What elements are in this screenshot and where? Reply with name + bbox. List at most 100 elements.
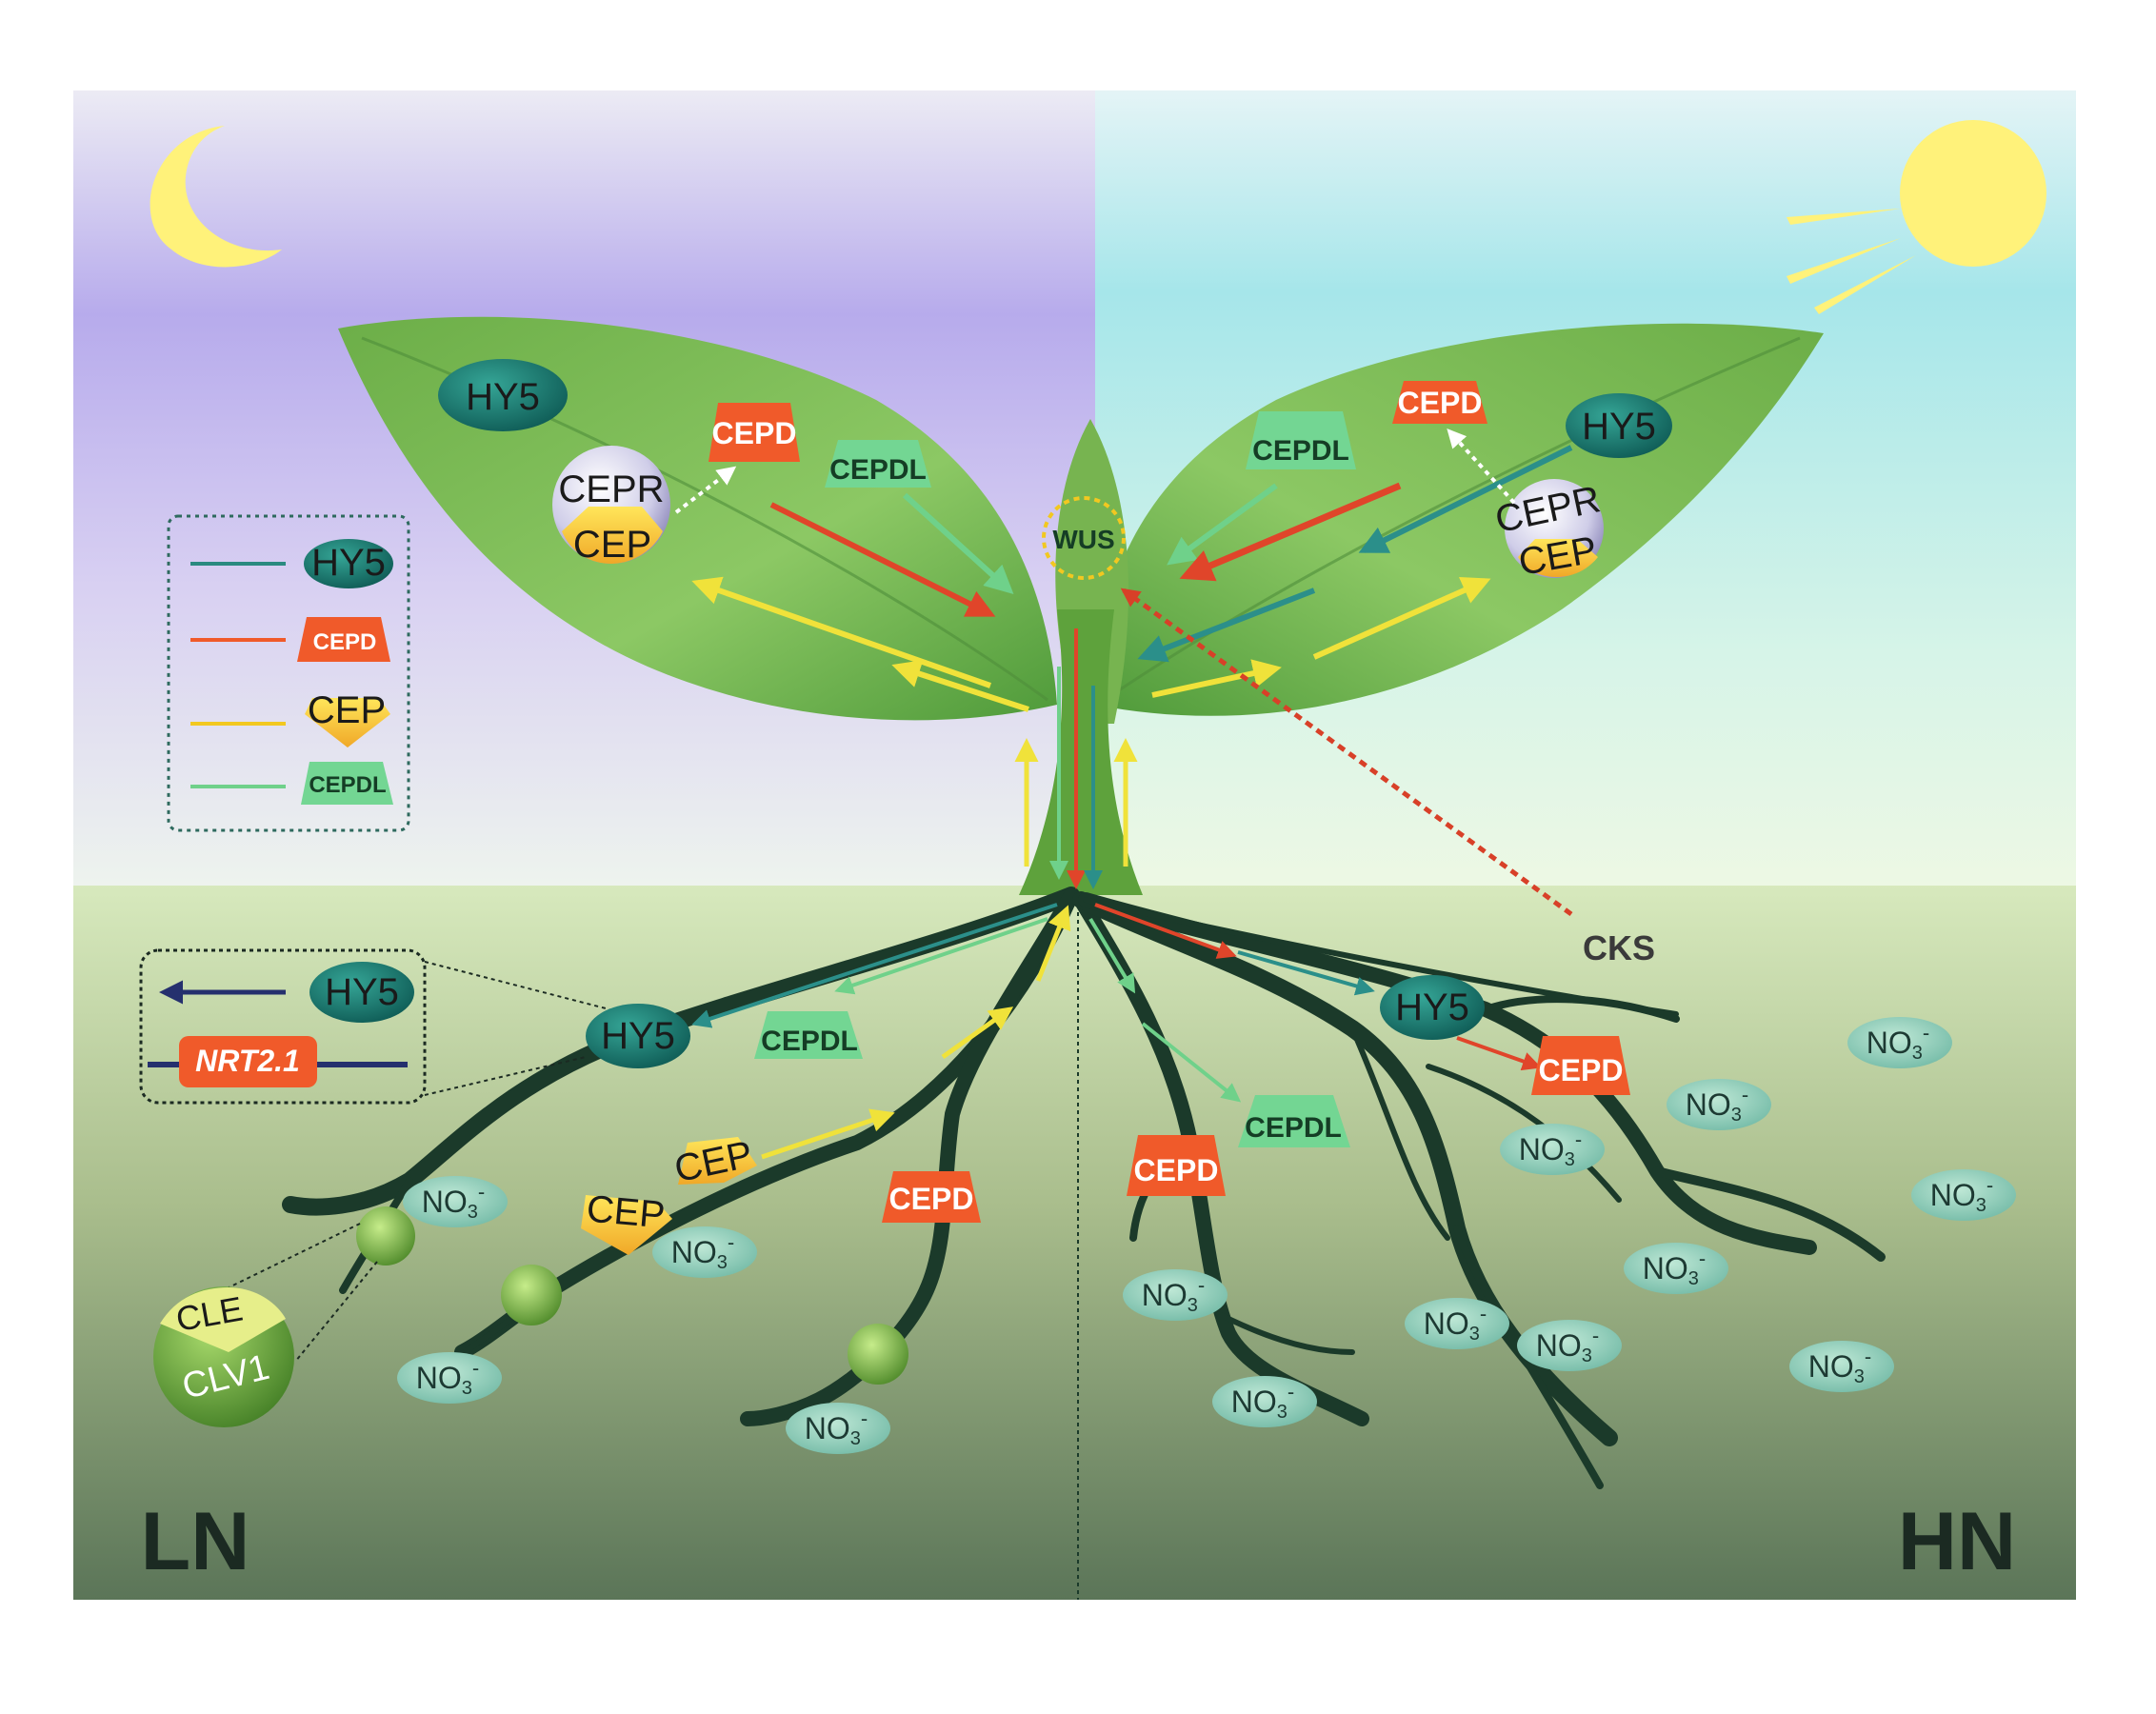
nitrate-label: NO3-	[671, 1230, 734, 1273]
nitrate-label: NO3-	[1424, 1302, 1487, 1345]
nitrate-label: NO3-	[1231, 1380, 1294, 1423]
legend-cepd-shape	[297, 617, 390, 662]
nitrate-label: NO3-	[1519, 1127, 1582, 1170]
cepdl-left-leaf-label: CEPDL	[829, 454, 927, 486]
cepr-to-cepd-arrow-right	[1447, 428, 1516, 505]
root-teal-arrow-left	[691, 903, 1058, 1028]
clv1-ball-1	[356, 1206, 415, 1266]
nrt-inset-border	[139, 948, 427, 1105]
cepdl-right-leaf-label: CEPDL	[1252, 435, 1349, 467]
cks-label: CKS	[1583, 928, 1655, 967]
nitrate-blob-shape	[1624, 1243, 1728, 1294]
nitrate-blob-shape	[403, 1176, 508, 1227]
nitrate-blob: NO3-	[1789, 1341, 1894, 1392]
hy5-root-left-label: HY5	[601, 1015, 675, 1057]
nitrate-blob: NO3-	[1847, 1017, 1952, 1068]
hy5-left-leaf	[438, 359, 568, 431]
legend-cep-shape	[305, 698, 390, 747]
nitrate-blob: NO3-	[652, 1226, 757, 1278]
cep-bound-right	[1518, 539, 1598, 577]
nitrate-blob-shape	[786, 1403, 890, 1454]
cepdl-left-leaf	[825, 440, 931, 488]
left-red-arrow	[769, 502, 996, 617]
cepd-root-right-1	[1531, 1036, 1630, 1095]
nitrate-blob-shape	[1517, 1320, 1622, 1371]
right-leaf-vein	[1104, 336, 1801, 702]
cepdl-root-right	[1238, 1095, 1350, 1147]
root-green-arrow-down	[1088, 917, 1136, 994]
nrt-gene	[179, 1036, 317, 1087]
cepd-left-leaf	[709, 403, 800, 462]
cepd-left-leaf-label: CEPD	[712, 416, 797, 450]
right-red-arrow	[1179, 482, 1402, 582]
legend-cepdl-shape	[301, 762, 393, 805]
root-red-arrow-right	[1094, 903, 1237, 959]
root-yellow-arrow-2	[941, 1006, 1014, 1060]
nitrate-blob-shape	[1911, 1169, 2016, 1221]
nitrate-blob: NO3-	[1123, 1269, 1228, 1321]
sun-icon	[1787, 120, 2046, 314]
root-green-arrow-right	[1141, 1022, 1242, 1103]
clv1-ball-3	[848, 1324, 908, 1385]
cle-peptide	[160, 1287, 286, 1352]
nitrate-blob-shape	[1847, 1017, 1952, 1068]
nrt-inset: HY5 NRT2.1	[139, 948, 610, 1105]
nitrate-blob: NO3-	[1405, 1298, 1509, 1349]
cep-root-2	[581, 1195, 672, 1255]
nitrate-blob: NO3-	[1667, 1079, 1771, 1130]
nitrate-label: NO3-	[1930, 1173, 1993, 1216]
nitrate-blob-shape	[397, 1352, 502, 1404]
legend-cepd-label: CEPD	[313, 629, 377, 655]
right-teal-arrow-low	[1137, 588, 1316, 663]
cep-left-leaf-label: CEP	[573, 524, 651, 566]
nitrate-blob: NO3-	[397, 1352, 502, 1404]
left-yellow-arrow-low	[891, 660, 1029, 712]
cep-root-1	[678, 1137, 757, 1185]
hy5-root-right	[1380, 975, 1485, 1040]
hy5-root-left	[586, 1004, 690, 1068]
nitrate-blob-shape	[1405, 1298, 1509, 1349]
nitrate-blob: NO3-	[1517, 1320, 1622, 1371]
low-nitrogen-label: LN	[141, 1496, 250, 1587]
nitrate-blob: NO3-	[1911, 1169, 2016, 1221]
inset-link-bottom	[424, 1056, 587, 1096]
clv-link-top	[216, 1223, 361, 1294]
high-nitrogen-label: HN	[1898, 1496, 2016, 1587]
nitrate-label: NO3-	[1643, 1246, 1706, 1289]
nitrate-blob-shape	[652, 1226, 757, 1278]
nitrate-blob: NO3-	[1500, 1124, 1605, 1175]
nitrate-label: NO3-	[805, 1406, 868, 1449]
nitrate-label: NO3-	[1686, 1083, 1748, 1126]
root-green-arrow-left	[834, 917, 1048, 995]
nitrate-label: NO3-	[422, 1180, 485, 1223]
cep-root-2-label: CEP	[585, 1188, 667, 1237]
hy5-right-leaf-label: HY5	[1582, 406, 1656, 448]
legend-hy5-label: HY5	[311, 542, 386, 584]
cepdl-root-left-label: CEPDL	[761, 1026, 858, 1057]
nitrate-blob: NO3-	[786, 1403, 890, 1454]
inset-hy5	[309, 962, 414, 1023]
nitrate-blob-shape	[1123, 1269, 1228, 1321]
cepd-root-left-label: CEPD	[889, 1182, 974, 1216]
inset-hy5-label: HY5	[325, 971, 399, 1013]
cepd-root-right-2	[1127, 1135, 1226, 1196]
right-green-arrow	[1167, 483, 1278, 566]
legend-hy5-shape	[304, 539, 393, 588]
cepd-root-right-2-label: CEPD	[1134, 1153, 1219, 1187]
hy5-left-leaf-label: HY5	[466, 376, 540, 418]
cepr-to-cepd-arrow-left	[674, 466, 737, 514]
cepd-right-leaf	[1392, 381, 1487, 424]
root-yellow-arrow-3	[1035, 905, 1071, 982]
left-yellow-arrow-up	[691, 576, 991, 688]
cepd-right-leaf-label: CEPD	[1398, 386, 1483, 420]
moon-icon	[150, 126, 282, 268]
wus-region	[1042, 496, 1126, 580]
inset-link-top	[424, 961, 610, 1010]
nitrate-label: NO3-	[1142, 1273, 1205, 1316]
clv-link-bottom	[294, 1261, 378, 1363]
root-red-arrow-hy5	[1456, 1036, 1542, 1071]
cepr-left-leaf-label: CEPR	[558, 468, 664, 510]
nitrate-label: NO3-	[1536, 1324, 1599, 1366]
hy5-right-leaf	[1566, 393, 1672, 458]
